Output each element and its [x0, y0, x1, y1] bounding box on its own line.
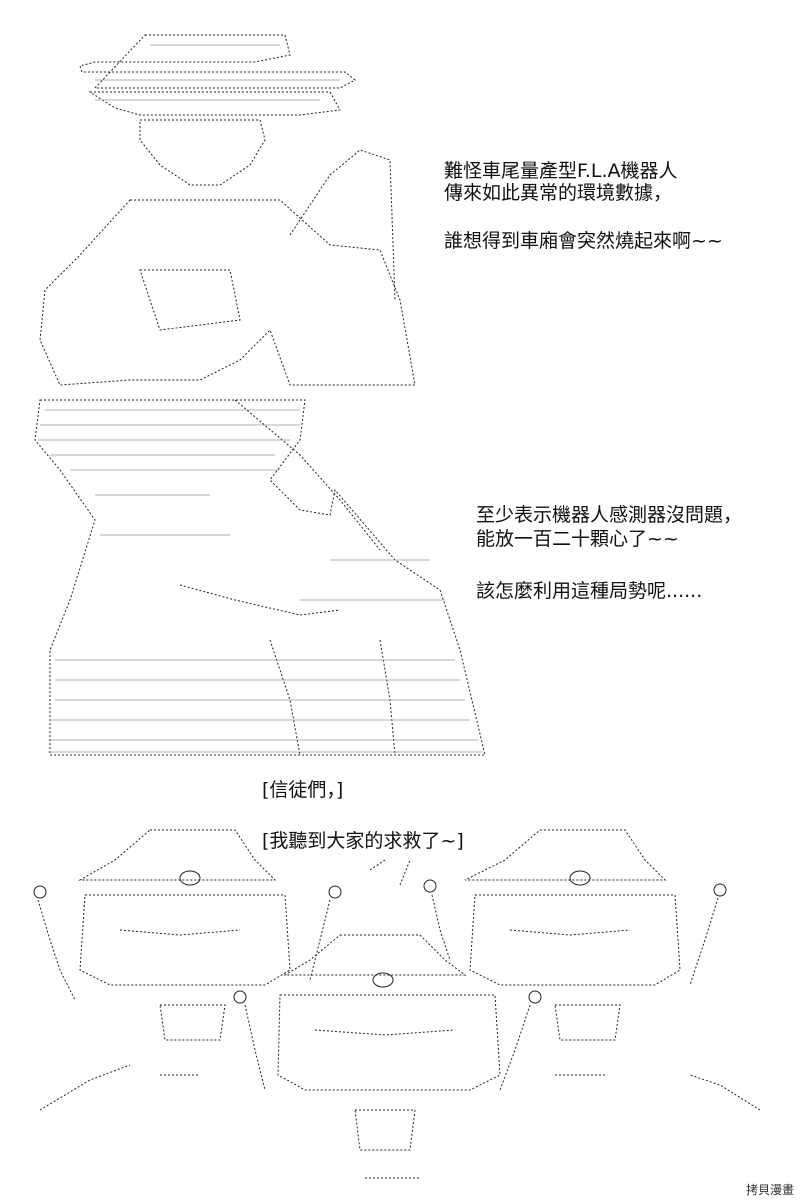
crowd-figures	[33, 859, 761, 1179]
watermark-label: 拷貝漫畫	[743, 1181, 796, 1198]
narration-middle-line-1: 至少表示機器人感測器沒問題，	[476, 504, 743, 526]
narration-top-line-1: 難怪車尾量產型F.L.A機器人	[444, 160, 678, 182]
robot-head-left	[78, 829, 291, 1041]
robot-head-center	[277, 934, 501, 1151]
narration-middle-line-2: 能放一百二十顆心了~~	[476, 528, 679, 550]
torso-shape	[39, 149, 416, 386]
speech-believers: [信徒們，]	[262, 779, 344, 801]
hat-shape	[79, 34, 356, 116]
hatching-texture	[38, 44, 482, 753]
narration-middle-line-3: 該怎麼利用這種局勢呢......	[476, 580, 703, 602]
speech-heard-call: [我聽到大家的求救了~]	[262, 830, 464, 852]
robot-head-right	[464, 829, 681, 1041]
narration-top-line-2: 傳來如此異常的環境數據，	[444, 182, 673, 204]
narration-top-line-3: 誰想得到車廂會突然燒起來啊~~	[444, 230, 723, 252]
head-shape	[139, 119, 266, 186]
